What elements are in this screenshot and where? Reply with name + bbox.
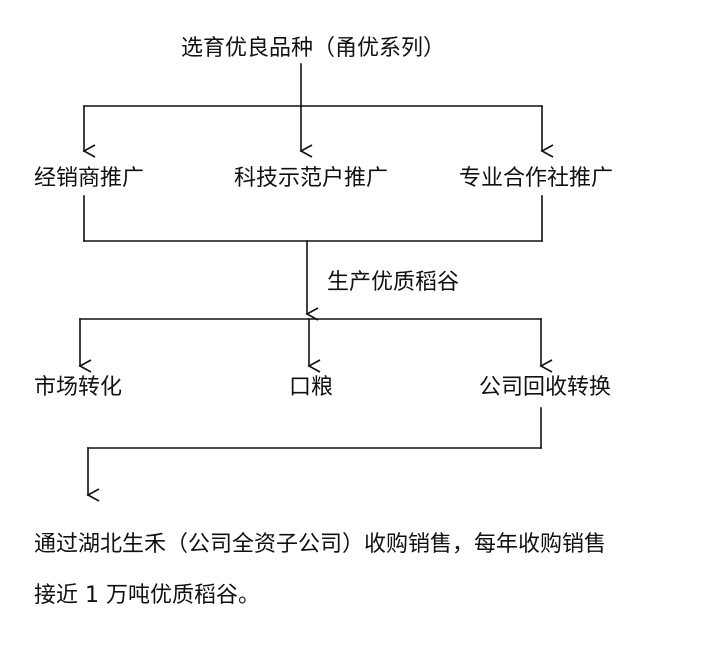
node-quality-rice: 生产优质稻谷 xyxy=(327,270,460,295)
node-ration: 口粮 xyxy=(289,375,334,400)
node-breeding: 选育优良品种（甬优系列） xyxy=(181,36,446,61)
node-demo-household-promotion: 科技示范户推广 xyxy=(234,166,389,191)
paragraph-line-1: 通过湖北生禾（公司全资子公司）收购销售，每年收购销售 xyxy=(34,532,607,557)
node-market-conversion: 市场转化 xyxy=(34,375,123,400)
paragraph-line-2: 接近 1 万吨优质稻谷。 xyxy=(34,583,260,608)
node-cooperative-promotion: 专业合作社推广 xyxy=(459,166,614,191)
node-company-recovery: 公司回收转换 xyxy=(479,375,612,400)
node-dealer-promotion: 经销商推广 xyxy=(34,166,145,191)
